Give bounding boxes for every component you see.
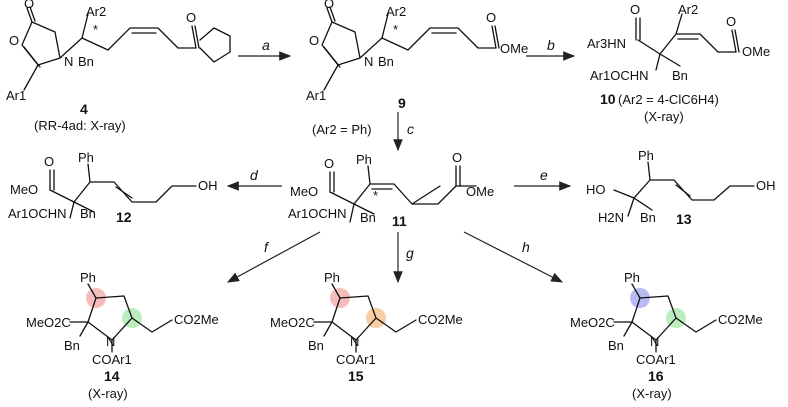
bn-label: Bn bbox=[360, 210, 376, 225]
compound-caption: (X-ray) bbox=[632, 386, 672, 401]
meo-label: MeO bbox=[290, 184, 318, 199]
stereo-star: * bbox=[393, 22, 398, 37]
ph-label: Ph bbox=[624, 270, 640, 285]
ome-label: OMe bbox=[500, 41, 528, 56]
ar1-label: Ar1 bbox=[306, 88, 326, 103]
compound-14: Ph MeO2C Bn N CO2Me COAr1 14 (X-ray) bbox=[26, 270, 219, 401]
oh-label: OH bbox=[756, 178, 776, 193]
step-label: h bbox=[522, 239, 530, 255]
ph-label: Ph bbox=[638, 148, 654, 163]
nitrogen-label: N bbox=[650, 334, 659, 349]
coar1-label: COAr1 bbox=[336, 352, 376, 367]
oh-label: OH bbox=[198, 178, 218, 193]
ome-label: OMe bbox=[742, 44, 770, 59]
oxygen-label: O bbox=[309, 33, 319, 48]
stereo-star: * bbox=[373, 188, 378, 203]
compound-4: O O N Ar2 Bn Ar1 * O 4 (RR-4ad: X-ray) bbox=[6, 0, 231, 133]
oxygen-label: O bbox=[324, 156, 334, 171]
compound-11: O MeO Ph * Ar1OCHN Bn O OMe 11 bbox=[288, 150, 494, 229]
oxygen-label: O bbox=[186, 10, 196, 25]
oxygen-label: O bbox=[44, 154, 54, 169]
step-label: c bbox=[407, 121, 414, 137]
bn-label: Bn bbox=[608, 338, 624, 353]
compound-10: O Ar3HN Ar2 Ar1OCHN Bn O OMe 10 (Ar2 = 4… bbox=[587, 2, 770, 124]
ph-label: Ph bbox=[78, 150, 94, 165]
step-label: b bbox=[547, 37, 555, 53]
oxygen-label: O bbox=[726, 14, 736, 29]
step-label: d bbox=[250, 167, 259, 183]
bn-label: Bn bbox=[378, 54, 394, 69]
compound-number: 12 bbox=[116, 209, 132, 225]
co2me-label: CO2Me bbox=[418, 312, 463, 327]
bn-label: Bn bbox=[672, 68, 688, 83]
ar2-label: Ar2 bbox=[86, 4, 106, 19]
ome-label: OMe bbox=[466, 184, 494, 199]
oxygen-label: O bbox=[630, 2, 640, 17]
bn-label: Bn bbox=[78, 54, 94, 69]
compound-13: HO Ph H2N Bn OH 13 bbox=[586, 148, 776, 227]
step-label: e bbox=[540, 167, 548, 183]
compound-12: O MeO Ph Ar1OCHN Bn OH 12 bbox=[8, 150, 218, 225]
ph-label: Ph bbox=[324, 270, 340, 285]
compound-number: 15 bbox=[348, 368, 364, 384]
meo2c-label: MeO2C bbox=[570, 315, 615, 330]
ar1ocn-label: Ar1OCHN bbox=[590, 68, 649, 83]
ar1-label: Ar1 bbox=[6, 88, 26, 103]
compound-number: 11 bbox=[392, 213, 407, 229]
meo2c-label: MeO2C bbox=[26, 315, 71, 330]
compound-number: 10 bbox=[600, 91, 616, 107]
step-arrow-f bbox=[226, 231, 321, 283]
bn-label: Bn bbox=[64, 338, 80, 353]
meo2c-label: MeO2C bbox=[270, 315, 315, 330]
oxygen-label: O bbox=[324, 0, 334, 11]
compound-number: 4 bbox=[80, 101, 88, 117]
compound-caption: (X-ray) bbox=[88, 386, 128, 401]
compound-number: 14 bbox=[104, 368, 120, 384]
ph-label: Ph bbox=[356, 152, 372, 167]
ar3hn-label: Ar3HN bbox=[587, 36, 626, 51]
compound-number: 9 bbox=[398, 95, 406, 111]
stereo-star: * bbox=[93, 22, 98, 37]
oxygen-label: O bbox=[486, 10, 496, 25]
coar1-label: COAr1 bbox=[636, 352, 676, 367]
step-label: a bbox=[262, 37, 270, 53]
bn-label: Bn bbox=[80, 206, 96, 221]
co2me-label: CO2Me bbox=[718, 312, 763, 327]
step-label: f bbox=[264, 239, 270, 255]
meo-label: MeO bbox=[10, 182, 38, 197]
ar2-label: Ar2 bbox=[678, 2, 698, 17]
compound-caption: (Ar2 = 4-ClC6H4) bbox=[618, 92, 719, 107]
coar1-label: COAr1 bbox=[92, 352, 132, 367]
compound-9: O O N Ar2 Bn Ar1 * O OMe 9 bbox=[306, 0, 528, 111]
nitrogen-label: N bbox=[64, 54, 73, 69]
oxygen-label: O bbox=[452, 150, 462, 165]
nitrogen-label: N bbox=[364, 54, 373, 69]
h2n-label: H2N bbox=[598, 210, 624, 225]
oxygen-label: O bbox=[24, 0, 34, 11]
compound-15: Ph MeO2C Bn N CO2Me COAr1 15 bbox=[270, 270, 463, 384]
compound-caption: (X-ray) bbox=[644, 109, 684, 124]
ar1ocn-label: Ar1OCHN bbox=[288, 206, 347, 221]
ho-label: HO bbox=[586, 182, 606, 197]
nitrogen-label: N bbox=[106, 334, 115, 349]
condition-label: (Ar2 = Ph) bbox=[312, 122, 372, 137]
compound-caption: (RR-4ad: X-ray) bbox=[34, 118, 126, 133]
co2me-label: CO2Me bbox=[174, 312, 219, 327]
ph-label: Ph bbox=[80, 270, 96, 285]
bn-label: Bn bbox=[640, 210, 656, 225]
ar1ocn-label: Ar1OCHN bbox=[8, 206, 67, 221]
ar2-label: Ar2 bbox=[386, 4, 406, 19]
nitrogen-label: N bbox=[350, 334, 359, 349]
bn-label: Bn bbox=[308, 338, 324, 353]
compound-16: Ph MeO2C Bn N CO2Me COAr1 16 (X-ray) bbox=[570, 270, 763, 401]
oxygen-label: O bbox=[9, 33, 19, 48]
compound-number: 13 bbox=[676, 211, 692, 227]
step-label: g bbox=[406, 245, 414, 261]
compound-number: 16 bbox=[648, 368, 664, 384]
step-arrow-h bbox=[463, 231, 564, 283]
